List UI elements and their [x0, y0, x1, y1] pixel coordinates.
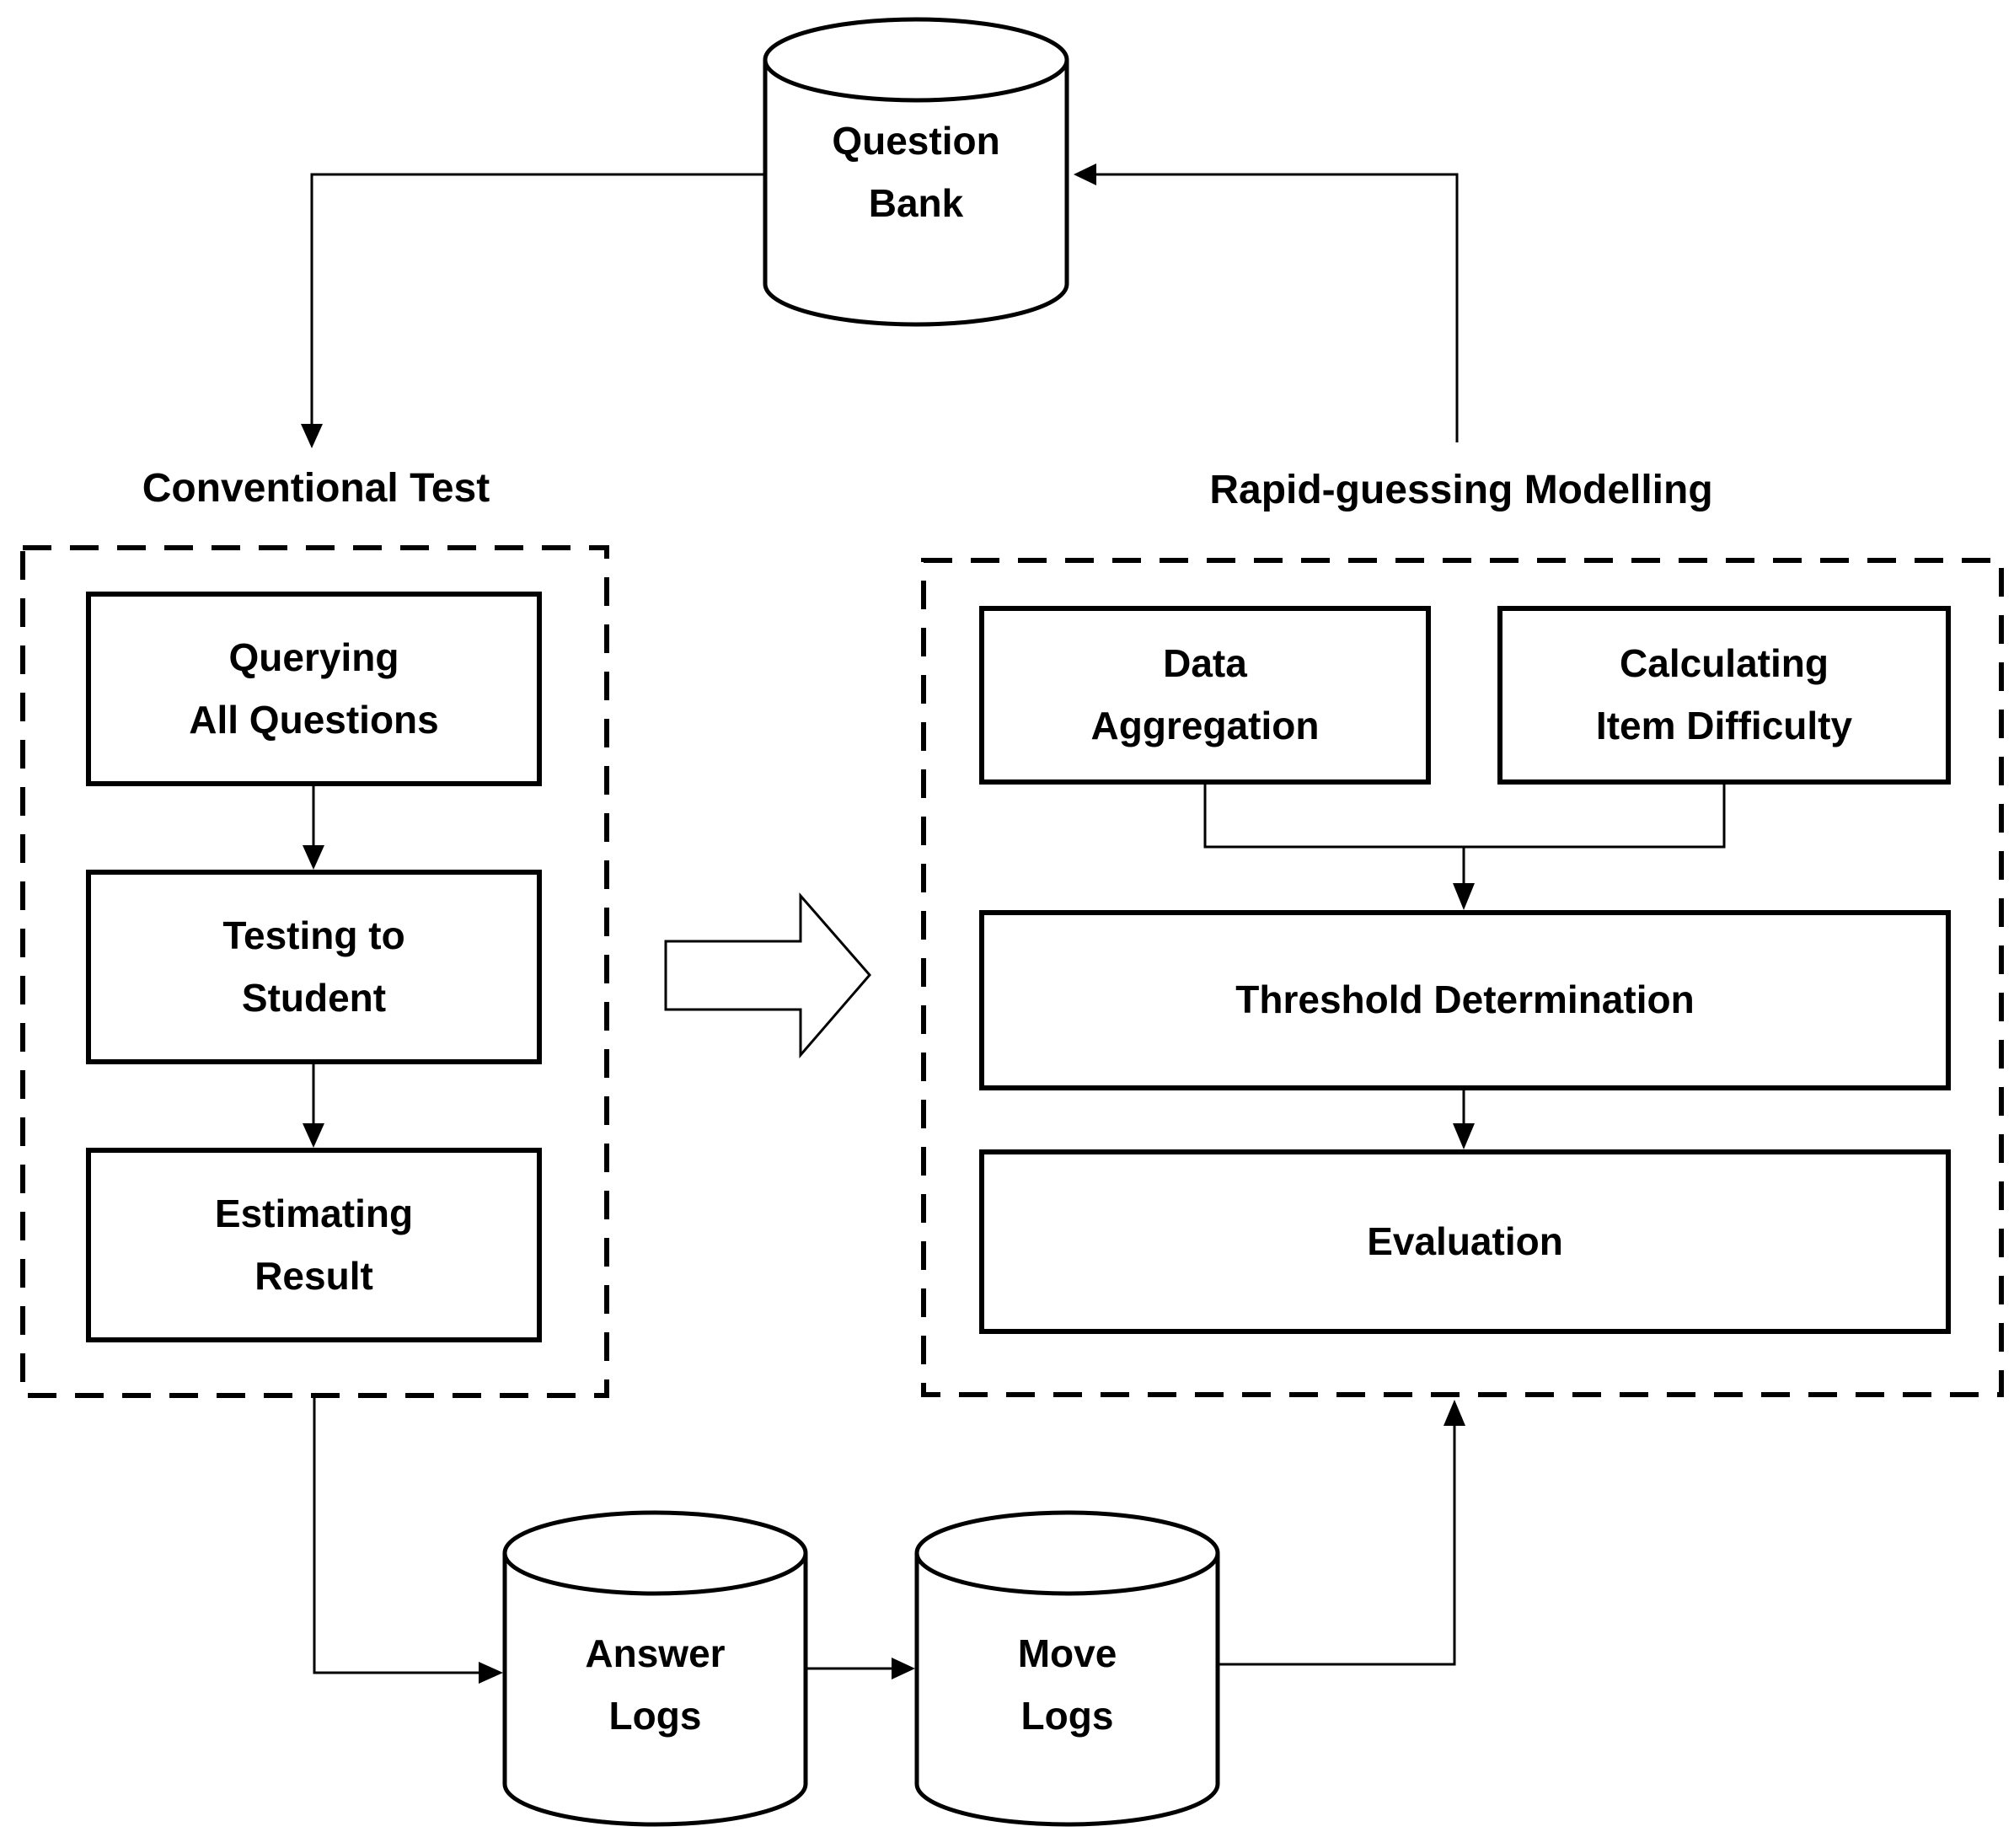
arrow-testing-to-estimating: [303, 1062, 324, 1148]
data-aggregation-box: [979, 606, 1431, 785]
arrow-rapidguessing-to-questionbank: [1074, 163, 1459, 442]
arrow-querying-to-testing: [303, 784, 324, 870]
threshold-determination-box: [979, 910, 1951, 1090]
move-logs-cylinder: [914, 1510, 1220, 1827]
arrow-movelogs-to-rapidguessing: [1218, 1400, 1465, 1666]
question-bank-cylinder: [763, 17, 1069, 327]
estimating-box: [86, 1148, 542, 1342]
querying-box: [86, 592, 542, 786]
testing-box: [86, 870, 542, 1064]
answer-logs-cylinder: [502, 1510, 808, 1827]
arrow-answerlogs-to-movelogs: [806, 1658, 915, 1679]
evaluation-box: [979, 1149, 1951, 1334]
rapid-guessing-dashed-frame: [921, 558, 2004, 1397]
arrow-conventional-to-answerlogs: [313, 1395, 503, 1684]
calculating-item-difficulty-box: [1497, 606, 1951, 785]
arrow-questionbank-to-conventional: [301, 173, 765, 448]
arrow-threshold-to-evaluation: [1453, 1088, 1475, 1149]
connector-merge-to-threshold: [1203, 782, 1726, 910]
hollow-transition-arrow: [664, 892, 871, 1059]
